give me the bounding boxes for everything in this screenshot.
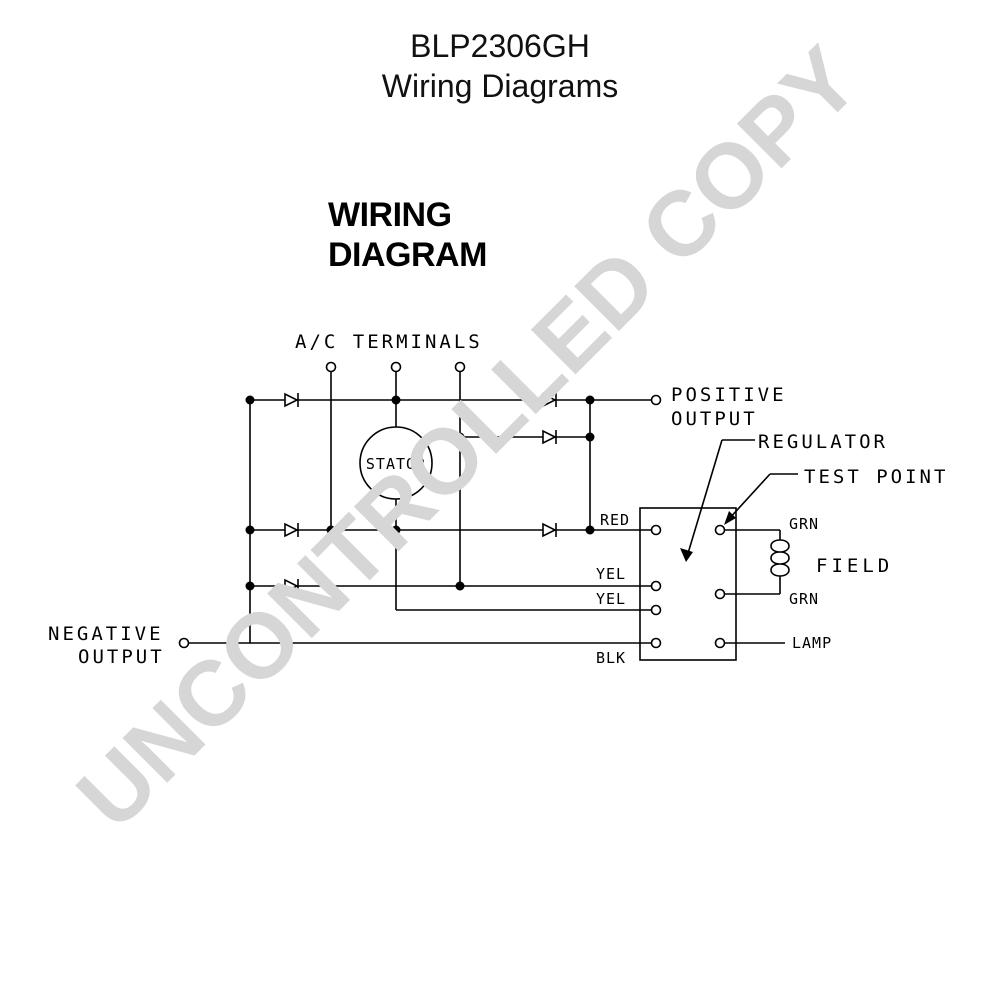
wire-blk-label: BLK bbox=[596, 649, 626, 667]
test-point-arrow-icon bbox=[724, 511, 736, 525]
regulator-lamp-terminal bbox=[714, 637, 726, 649]
negative-output-terminal bbox=[178, 637, 190, 649]
diagram-heading-line1: WIRING bbox=[328, 196, 452, 234]
diode-icon bbox=[542, 522, 557, 538]
stator-symbol bbox=[359, 426, 433, 500]
document-subtitle: Wiring Diagrams bbox=[381, 68, 619, 104]
test-point-label: TEST POINT bbox=[804, 466, 948, 488]
field-label: FIELD bbox=[816, 555, 893, 577]
diode-icon bbox=[542, 392, 557, 408]
regulator-label: REGULATOR bbox=[758, 431, 888, 453]
diode-icon bbox=[284, 578, 299, 594]
ac-terminal-3 bbox=[454, 361, 466, 373]
regulator-blk-terminal bbox=[650, 637, 662, 649]
diode-icon bbox=[284, 522, 299, 538]
ac-terminal-1 bbox=[325, 361, 337, 373]
wire-yel-label-2: YEL bbox=[596, 590, 626, 608]
regulator-box bbox=[639, 507, 737, 661]
negative-output-label-1: NEGATIVE bbox=[48, 623, 164, 645]
wire-grn-label-bottom: GRN bbox=[789, 590, 819, 608]
ac-terminals-label: A/C TERMINALS bbox=[295, 331, 483, 353]
regulator-red-terminal bbox=[650, 524, 662, 536]
stator-label: STATOR bbox=[366, 455, 426, 473]
rectifier-diodes bbox=[284, 392, 557, 594]
wire-grn-label-top: GRN bbox=[789, 515, 819, 533]
junction-dots bbox=[245, 395, 595, 591]
positive-output-label-2: OUTPUT bbox=[671, 408, 758, 430]
uncontrolled-copy-watermark: UNCONTROLLED COPY bbox=[58, 28, 878, 848]
diagram-heading-line2: DIAGRAM bbox=[328, 236, 487, 274]
regulator-arrow-icon bbox=[680, 548, 693, 562]
negative-output-label-2: OUTPUT bbox=[78, 646, 165, 668]
wire-yel-label-1: YEL bbox=[596, 565, 626, 583]
positive-output-label-1: POSITIVE bbox=[671, 384, 787, 406]
diode-icon bbox=[284, 392, 299, 408]
ac-terminal-2 bbox=[390, 361, 402, 373]
regulator-field-terminal-1 bbox=[714, 524, 726, 536]
wire-red-label: RED bbox=[600, 511, 630, 529]
diode-icon bbox=[542, 429, 557, 445]
positive-output-terminal bbox=[650, 394, 662, 406]
document-title: BLP2306GH bbox=[410, 28, 590, 64]
regulator-yel-terminal-1 bbox=[650, 580, 662, 592]
regulator-yel-terminal-2 bbox=[650, 604, 662, 616]
field-coil-symbol bbox=[770, 530, 790, 594]
regulator-field-terminal-2 bbox=[714, 588, 726, 600]
lamp-label: LAMP bbox=[792, 634, 832, 652]
open-terminals bbox=[178, 361, 726, 649]
